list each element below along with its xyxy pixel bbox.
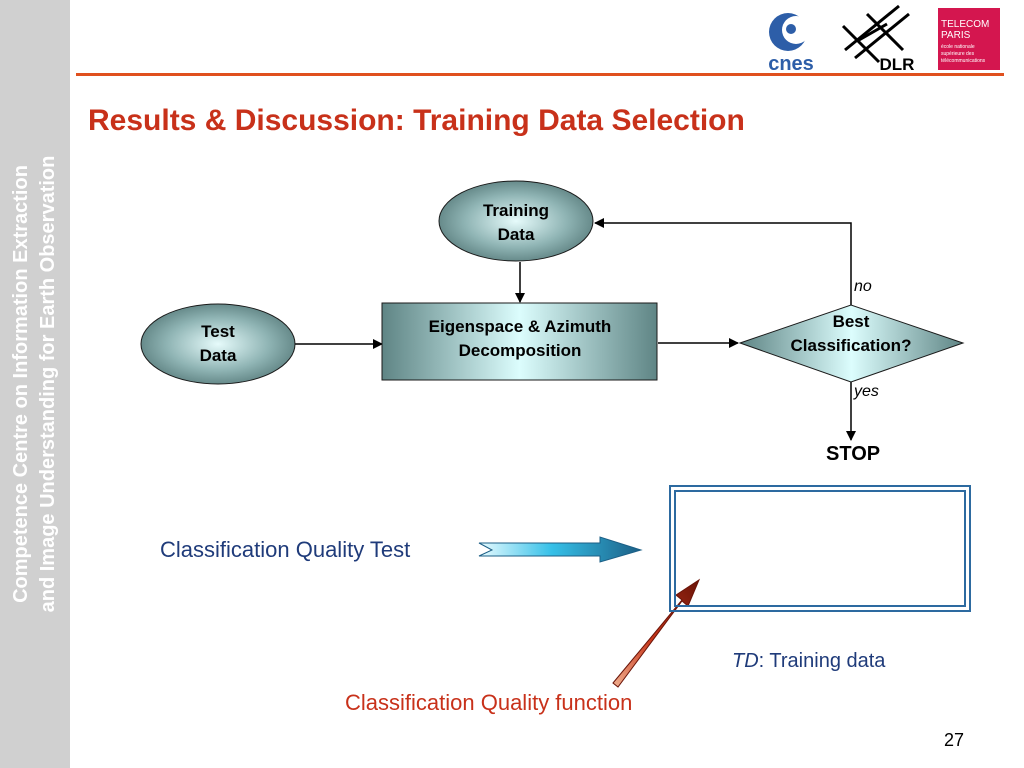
test-data-label: Test Data [158, 320, 278, 368]
telecom-logo-line2: PARIS [941, 30, 971, 41]
test-data-label-line1: Test [201, 322, 235, 341]
test-data-node [140, 303, 296, 385]
dlr-wordmark: DLR [880, 55, 915, 72]
decomposition-label-line2: Decomposition [458, 341, 582, 360]
classification-quality-function-label: Classification Quality function [345, 690, 633, 715]
quality-formula-box [669, 485, 971, 612]
training-data-node [438, 180, 594, 262]
slide-title: Results & Discussion: Training Data Sele… [88, 104, 745, 137]
test-data-label-line2: Data [199, 346, 237, 365]
training-data-label-line1: Training [482, 201, 550, 220]
decision-node [738, 304, 965, 383]
header-rule [76, 73, 1004, 76]
telecom-paris-logo: TELECOM PARIS école nationale supérieure… [938, 8, 1000, 70]
training-data-label: Training Data [456, 199, 576, 247]
decomposition-node [381, 302, 658, 381]
decomposition-label: Eigenspace & Azimuth Decomposition [390, 315, 650, 363]
telecom-logo-line5: télécommunications [941, 58, 986, 64]
cnes-logo: cnes [768, 13, 814, 72]
quality-test-arrow [478, 536, 643, 563]
cnes-wordmark: cnes [768, 53, 814, 72]
quality-formula-box-inner [674, 490, 966, 607]
classification-quality-test-label: Classification Quality Test [160, 537, 411, 562]
td-definition: TD: Training data [732, 650, 885, 673]
no-branch-label: no [854, 278, 872, 295]
yes-branch-label: yes [854, 383, 879, 400]
page-number: 27 [944, 730, 965, 750]
telecom-logo-line3: école nationale [941, 44, 975, 50]
connector-no-loop [594, 218, 852, 305]
td-definition-text: : Training data [758, 650, 886, 672]
training-data-label-line2: Data [497, 225, 535, 244]
sidebar: Competence Centre on Information Extract… [0, 0, 70, 768]
decision-label-line1: Best [832, 312, 870, 331]
decomposition-label-line1: Eigenspace & Azimuth [428, 317, 612, 336]
decision-label-line2: Classification? [790, 336, 912, 355]
decision-label: Best Classification? [771, 310, 931, 358]
telecom-logo-line1: TELECOM [941, 19, 989, 30]
dlr-logo: DLR [841, 4, 915, 72]
td-abbreviation: TD [732, 650, 759, 672]
stop-label: STOP [826, 443, 881, 465]
telecom-logo-line4: supérieure des [941, 51, 975, 57]
